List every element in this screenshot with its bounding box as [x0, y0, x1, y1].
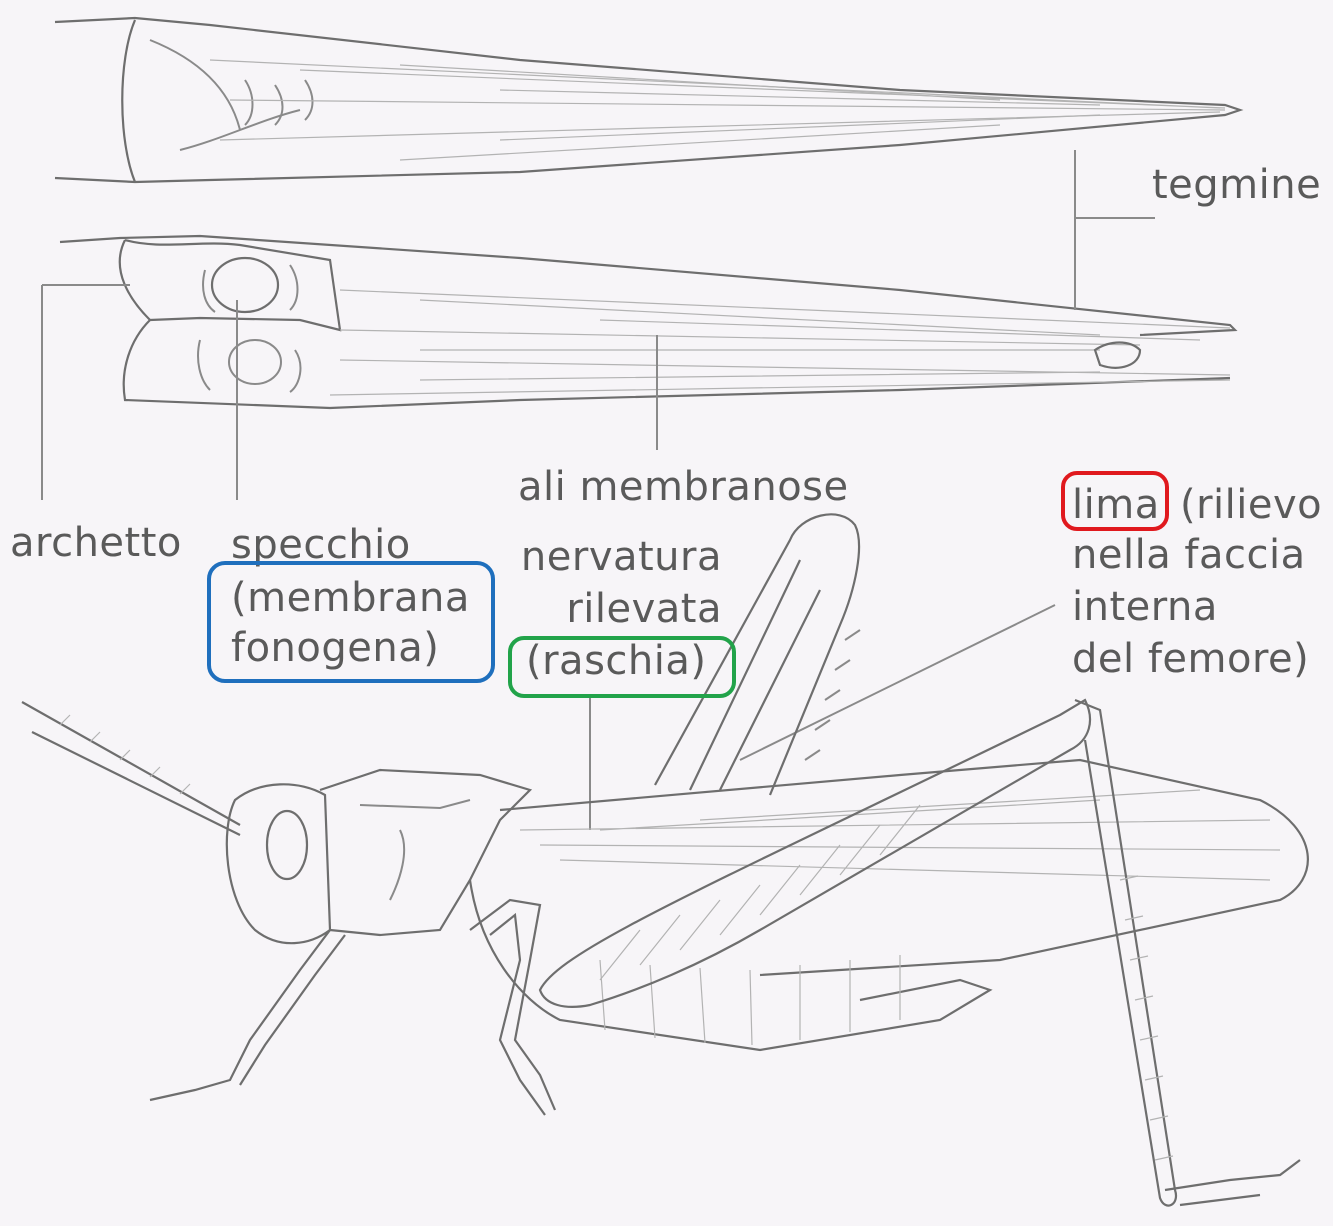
label-lima-line1: (rilievo — [1180, 480, 1322, 530]
highlight-membrana-box — [207, 561, 495, 683]
upper-tegmen-drawing — [55, 18, 1240, 182]
highlight-lima-box — [1061, 471, 1169, 531]
label-tegmine: tegmine — [1152, 160, 1321, 210]
label-ali-membranose: ali membranose — [518, 462, 849, 512]
mirror-membrane-shape — [212, 258, 278, 312]
highlight-raschia-box — [508, 636, 736, 698]
label-lima-line4: del femore) — [1072, 634, 1309, 684]
label-nervatura-line1: nervatura — [500, 532, 722, 582]
label-lima-line2: nella faccia — [1072, 530, 1306, 580]
label-lima-line3: interna — [1072, 582, 1218, 632]
archetto-leader — [42, 285, 130, 500]
label-nervatura-line2: rilevata — [500, 584, 722, 634]
label-archetto: archetto — [10, 518, 182, 568]
tegmine-leader — [1075, 150, 1155, 310]
lima-leader — [740, 605, 1055, 760]
